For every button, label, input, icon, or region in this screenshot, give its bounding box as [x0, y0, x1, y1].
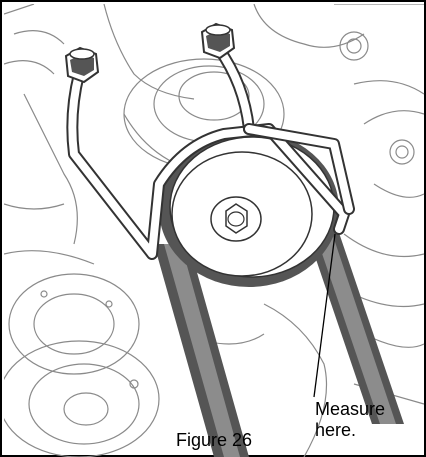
measure-callout: Measure here. — [315, 399, 385, 441]
drive-belt — [154, 224, 404, 457]
callout-line-2: here. — [315, 420, 357, 440]
mounting-bolt-right — [200, 22, 236, 60]
callout-leader-line — [313, 233, 336, 398]
engine-belt-illustration — [4, 4, 425, 457]
mounting-bolt-left — [64, 46, 100, 84]
main-pulley — [159, 131, 339, 287]
figure-caption: Figure 26 — [176, 430, 253, 450]
callout-line-1: Measure — [315, 399, 386, 419]
